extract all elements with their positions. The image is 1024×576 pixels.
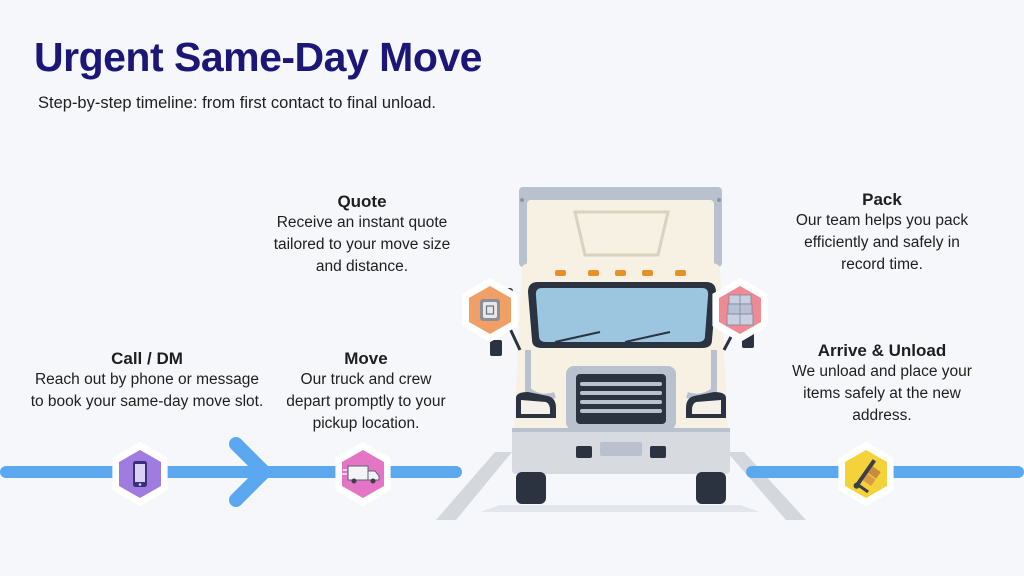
step-description: Our team helps you pack efficiently and … xyxy=(795,212,969,273)
step-title: Arrive & Unload xyxy=(817,341,947,360)
step-call-dm: Call / DM Reach out by phone or message … xyxy=(30,348,264,413)
page-title: Urgent Same-Day Move xyxy=(34,34,482,80)
step-title: Call / DM xyxy=(111,349,183,368)
step-description: Reach out by phone or message to book yo… xyxy=(30,371,264,410)
step-description: Receive an instant quote tailored to you… xyxy=(273,214,451,275)
step-move: Move Our truck and crew depart promptly … xyxy=(280,348,452,435)
truck-icon xyxy=(335,441,391,507)
boxes-icon xyxy=(712,277,768,343)
step-title: Move xyxy=(344,349,388,368)
moving-truck-illustration xyxy=(490,187,754,504)
step-description: Our truck and crew depart promptly to yo… xyxy=(286,371,446,432)
step-arrive-unload: Arrive & Unload We unload and place your… xyxy=(772,340,992,427)
page-subtitle: Step-by-step timeline: from first contac… xyxy=(38,94,437,112)
step-quote: Quote Receive an instant quote tailored … xyxy=(272,191,452,278)
quote-document-icon xyxy=(462,277,518,343)
step-description: We unload and place your items safely at… xyxy=(792,363,972,424)
hand-truck-icon xyxy=(838,441,894,507)
phone-icon xyxy=(112,441,168,507)
road xyxy=(436,452,806,520)
timeline-arrow xyxy=(229,437,271,507)
step-title: Quote xyxy=(337,192,387,211)
step-pack: Pack Our team helps you pack efficiently… xyxy=(793,189,971,276)
step-title: Pack xyxy=(862,190,902,209)
